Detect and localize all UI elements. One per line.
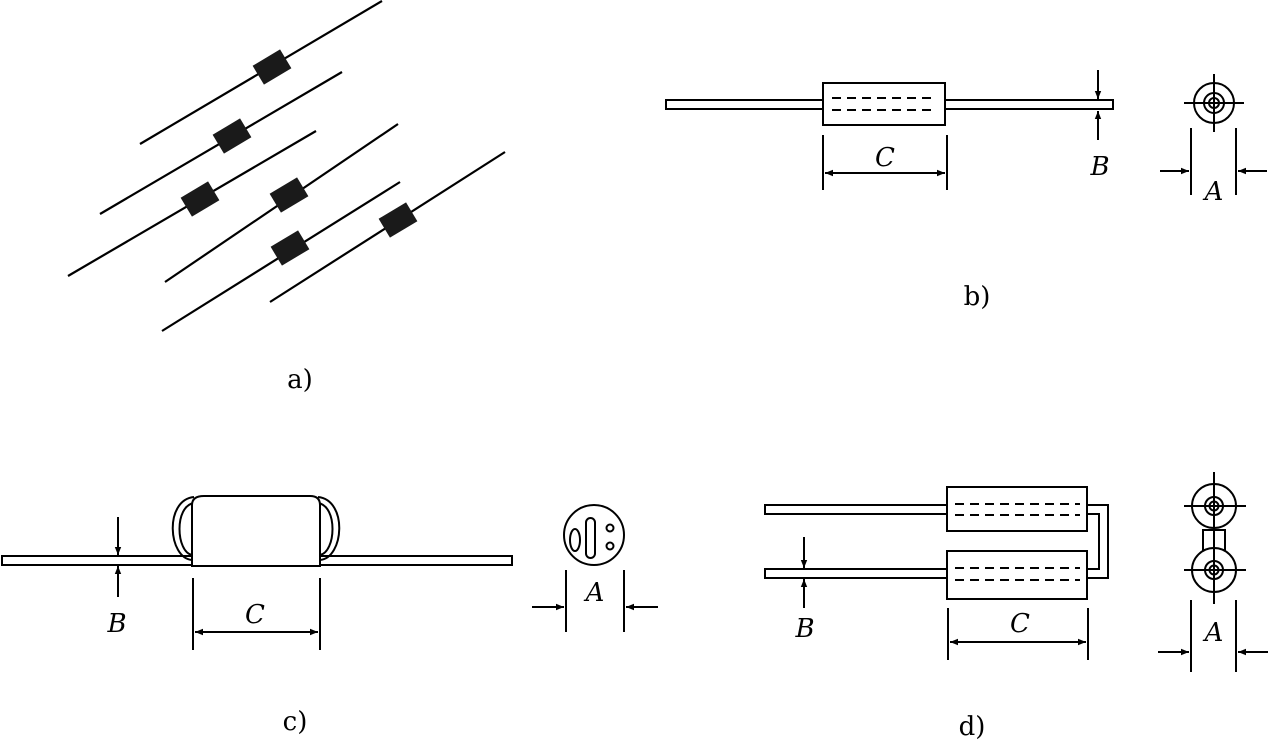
wire-loop-right bbox=[317, 496, 341, 561]
dim-label-a: A bbox=[1203, 177, 1224, 207]
ferrite-bead-body bbox=[191, 495, 321, 567]
dim-label-a: A bbox=[1203, 618, 1224, 648]
bead-on-lead-6 bbox=[269, 151, 506, 303]
panel-c bbox=[1, 495, 658, 650]
dim-label-b: B bbox=[1089, 152, 1109, 182]
bead-on-lead-5 bbox=[161, 181, 401, 332]
dim-label-c: C bbox=[1010, 609, 1030, 639]
caption-a: a) bbox=[287, 365, 313, 395]
dim-label-a: A bbox=[584, 578, 605, 608]
panel-b bbox=[665, 70, 1267, 195]
bead-on-lead-2 bbox=[99, 71, 343, 215]
bead-on-lead-1 bbox=[139, 0, 383, 145]
caption-c: c) bbox=[283, 707, 308, 737]
dim-label-b: B bbox=[794, 614, 814, 644]
dim-label-c: C bbox=[875, 143, 895, 173]
panel-a bbox=[67, 0, 506, 332]
end-view-b bbox=[1184, 74, 1244, 132]
caption-d: d) bbox=[959, 712, 986, 742]
bead-on-lead-3 bbox=[67, 130, 317, 277]
dim-label-b: B bbox=[106, 609, 126, 639]
ferrite-bead-lower bbox=[946, 550, 1088, 600]
ferrite-bead-body bbox=[822, 82, 946, 126]
end-view-c bbox=[563, 504, 625, 566]
caption-b: b) bbox=[964, 282, 991, 312]
wire-loop-left bbox=[171, 496, 195, 561]
end-view-d bbox=[1184, 472, 1246, 604]
panel-d bbox=[764, 472, 1268, 672]
bead-on-lead-4 bbox=[164, 123, 399, 283]
dim-label-c: C bbox=[245, 600, 265, 630]
ferrite-bead-upper bbox=[946, 486, 1088, 532]
